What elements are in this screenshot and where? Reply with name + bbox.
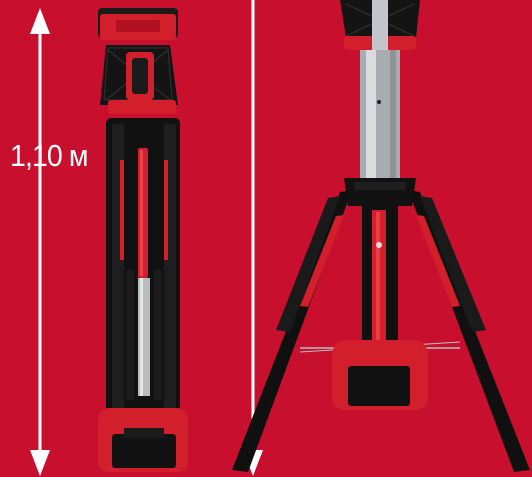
dimension-label: 1,10 м (10, 138, 88, 173)
collapsed-work-light (98, 8, 188, 472)
extended-work-light (232, 0, 530, 472)
height-dimension-arrow (30, 8, 50, 476)
